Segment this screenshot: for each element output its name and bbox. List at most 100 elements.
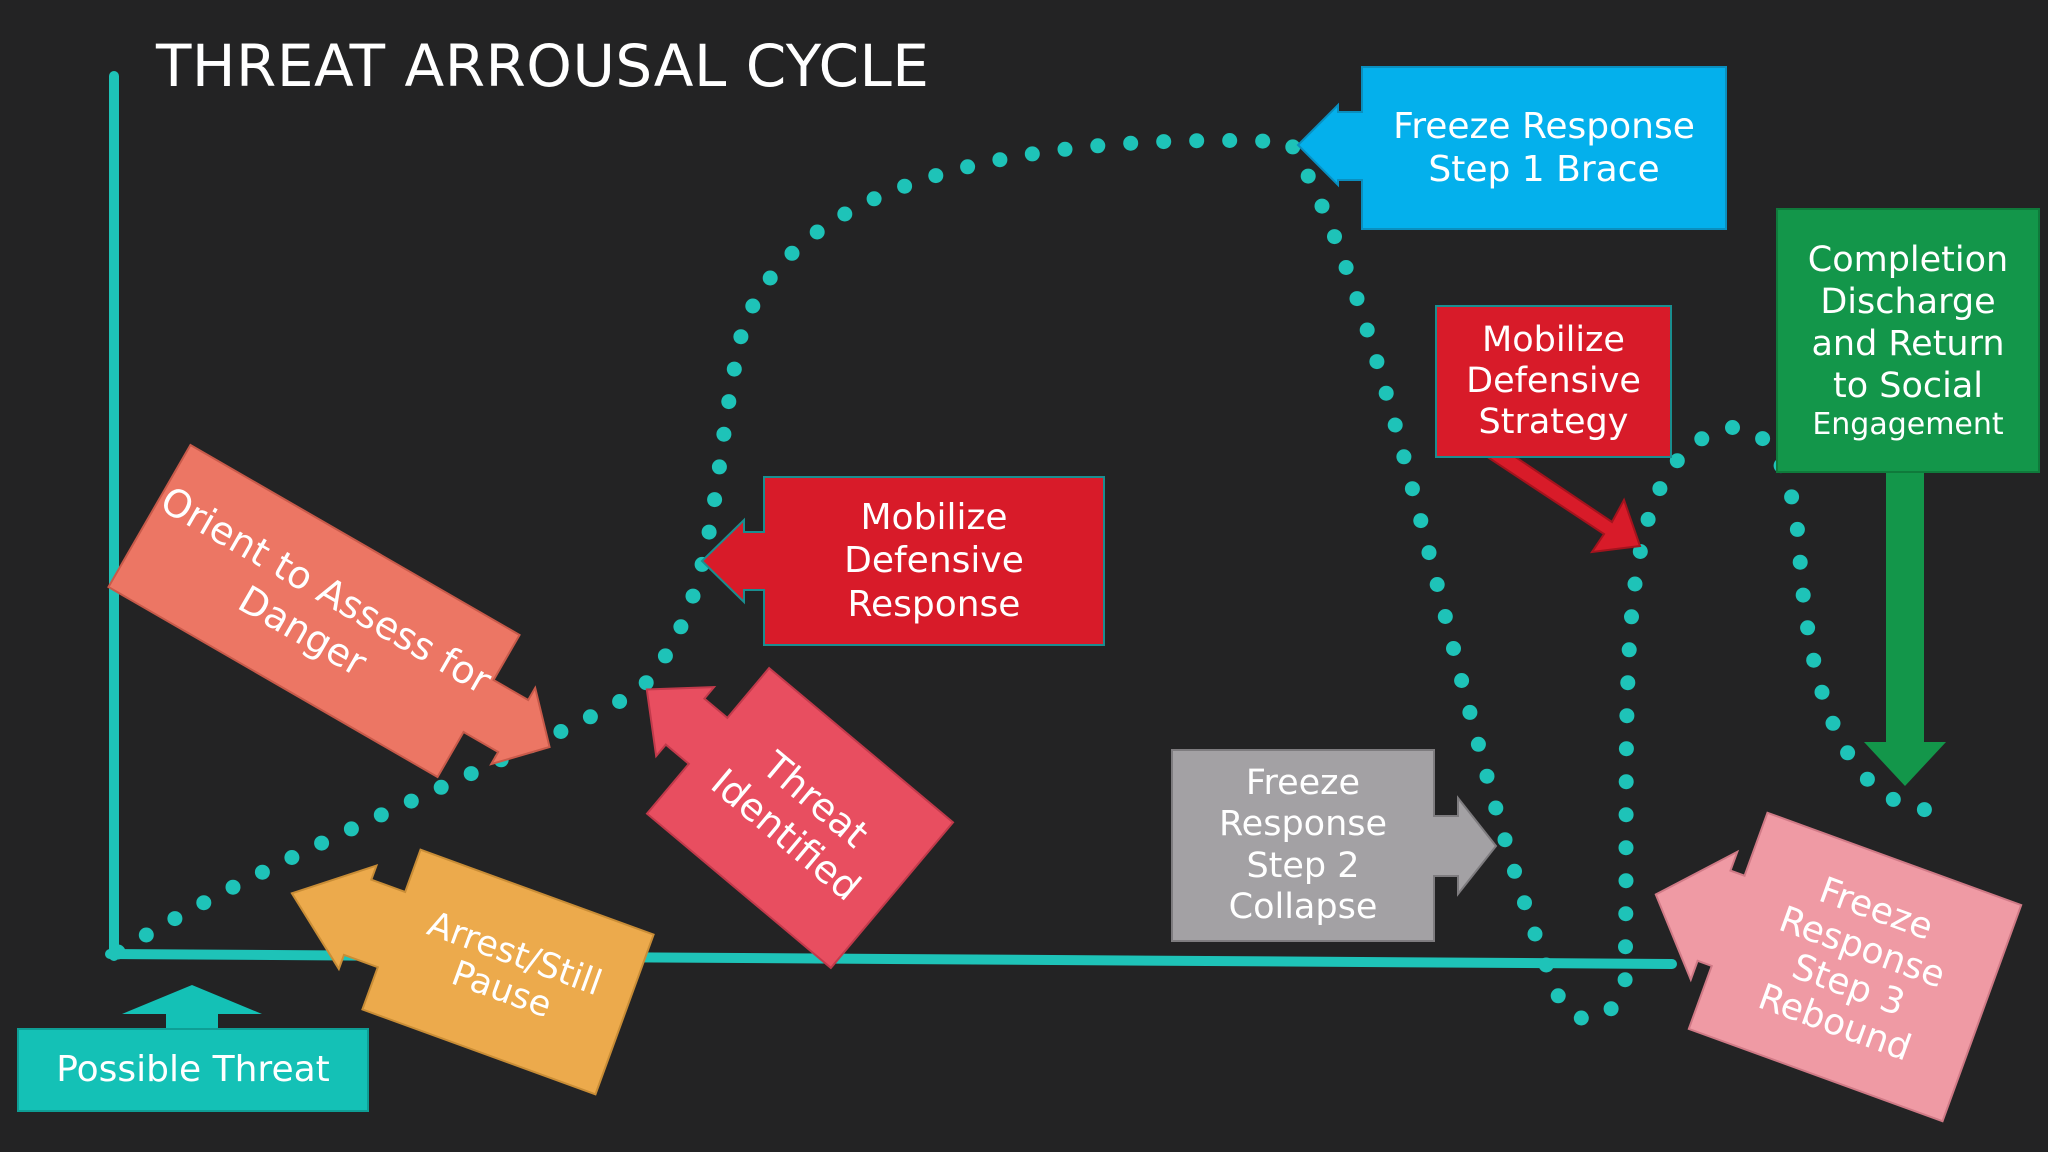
cycle-dot	[1859, 771, 1875, 787]
cycle-dot	[1300, 168, 1316, 184]
diagram-title: THREAT ARROUSAL CYCLE	[156, 32, 930, 100]
cycle-dot	[1814, 684, 1830, 700]
cycle-dot	[960, 159, 976, 175]
cycle-dot	[1255, 133, 1271, 149]
cycle-dot	[721, 394, 737, 410]
cycle-dot	[433, 779, 449, 795]
cycle-dot	[733, 329, 749, 345]
cycle-dot	[638, 675, 654, 691]
cycle-dot	[1669, 453, 1685, 469]
cycle-dot	[1618, 741, 1634, 757]
mobilize-strategy-arrow	[1482, 455, 1642, 554]
cycle-dot	[1314, 198, 1330, 214]
cycle-dot	[1603, 1001, 1619, 1017]
cycle-dot	[1789, 521, 1805, 537]
cycle-dot	[1327, 229, 1342, 245]
cycle-dot	[1792, 554, 1808, 570]
cycle-dot	[167, 911, 183, 927]
cycle-dot	[1123, 135, 1139, 151]
cycle-dot	[1640, 511, 1656, 527]
mobilize-response-box	[700, 476, 1105, 646]
completion-arrow	[1864, 470, 1946, 786]
cycle-dot	[1618, 939, 1633, 955]
cycle-dot	[1527, 926, 1543, 942]
cycle-dot	[1507, 863, 1522, 879]
cycle-dot	[196, 895, 212, 911]
cycle-dot	[762, 270, 778, 286]
freeze-step2-box	[1171, 749, 1498, 942]
cycle-dot	[1538, 957, 1554, 973]
cycle-dot	[1916, 802, 1932, 818]
cycle-dot	[726, 361, 742, 377]
cycle-dot	[1618, 774, 1634, 790]
cycle-dot	[1618, 873, 1634, 889]
mobilize-strategy-label: Mobilize Defensive Strategy	[1466, 319, 1641, 443]
cycle-dot	[1057, 141, 1073, 157]
cycle-dot	[1387, 417, 1403, 433]
cycle-dot	[1627, 576, 1643, 592]
arrest-box	[290, 848, 655, 1096]
cycle-dot	[1619, 708, 1635, 724]
cycle-dot	[1413, 513, 1429, 529]
cycle-dot	[1090, 138, 1106, 154]
cycle-dot	[1618, 906, 1634, 922]
cycle-dot	[254, 864, 270, 880]
cycle-dot	[1694, 431, 1710, 447]
cycle-dot	[553, 724, 569, 739]
freeze-step2-label: Freeze Response Step 2 Collapse	[1218, 762, 1388, 927]
cycle-dot	[1378, 385, 1394, 401]
cycle-dot	[1573, 1010, 1589, 1026]
cycle-dots	[110, 133, 1932, 1026]
cycle-dot	[314, 835, 330, 851]
cycle-dot	[1446, 641, 1461, 656]
cycle-dot	[716, 426, 732, 442]
cycle-dot	[1359, 322, 1375, 338]
cycle-dot	[1624, 609, 1639, 625]
cycle-dot	[1470, 736, 1486, 752]
possible-threat-label: Possible Threat	[56, 1049, 330, 1091]
possible-threat-arrow	[122, 985, 262, 1030]
cycle-dot	[1156, 134, 1172, 150]
cycle-dot	[1621, 642, 1637, 658]
cycle-dot	[1840, 745, 1856, 761]
cycle-dot	[1497, 832, 1513, 848]
freeze-step3-box	[1654, 811, 2023, 1123]
cycle-dot	[1632, 544, 1648, 559]
cycle-dot	[673, 619, 689, 635]
cycle-dot	[809, 224, 825, 240]
cycle-dot	[1338, 260, 1354, 275]
cycle-dot	[897, 178, 913, 194]
cycle-dot	[110, 944, 126, 960]
freeze-step1-label: Freeze Response Step 1 Brace	[1393, 105, 1695, 190]
cycle-dot	[1620, 675, 1636, 691]
cycle-dot	[1429, 577, 1445, 592]
completion-box	[1776, 208, 2040, 786]
cycle-dot	[1404, 481, 1420, 497]
orient-box	[107, 443, 551, 779]
cycle-dot	[1369, 354, 1385, 370]
possible-threat-box	[17, 985, 369, 1112]
cycle-dot	[1285, 139, 1301, 155]
cycle-dot	[711, 459, 727, 475]
cycle-dot	[1222, 133, 1238, 148]
cycle-dot	[612, 694, 628, 709]
cycle-dot	[837, 206, 853, 222]
cycle-dot	[403, 793, 419, 809]
cycle-dot	[1755, 431, 1771, 447]
freeze-step1-box	[1296, 66, 1727, 230]
cycle-dot	[1479, 768, 1495, 784]
cycle-dot	[373, 807, 389, 823]
cycle-dot	[1885, 791, 1901, 807]
cycle-dot	[657, 648, 673, 664]
cycle-dot	[1725, 420, 1740, 435]
cycle-dot	[1806, 652, 1822, 668]
cycle-dot	[1795, 587, 1811, 603]
cycle-dot	[1396, 449, 1412, 465]
cycle-dot	[1784, 489, 1800, 505]
cycle-dot	[1517, 895, 1532, 911]
cycle-dot	[1652, 481, 1668, 497]
cycle-dot	[707, 492, 723, 508]
cycle-dot	[745, 298, 761, 314]
